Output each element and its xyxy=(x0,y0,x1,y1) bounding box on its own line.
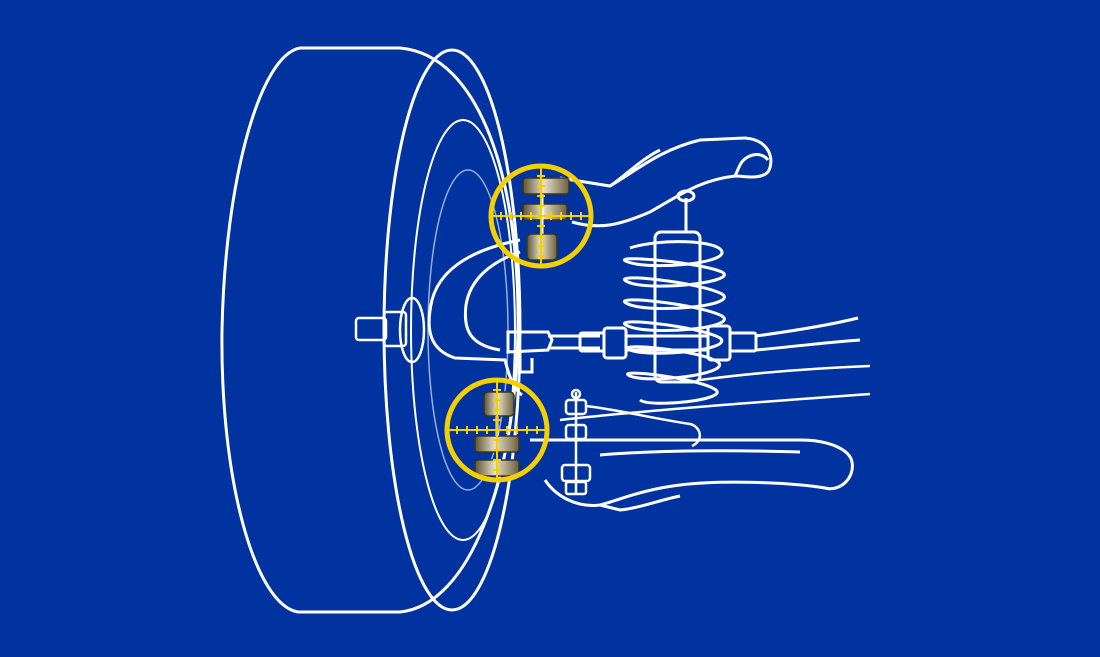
frame-rail-lower xyxy=(559,392,871,422)
tire-tread-outline xyxy=(220,46,520,614)
upper-bushing-top xyxy=(522,177,570,195)
hub-flange xyxy=(398,296,426,364)
knuckle-inner xyxy=(463,250,521,352)
tie-rod-assembly xyxy=(506,316,861,374)
crosshair-target-icon xyxy=(447,380,547,480)
frame-rails xyxy=(559,364,871,422)
upper-control-arm xyxy=(559,136,773,228)
lower-arm-rear xyxy=(599,494,681,512)
wheel-rim xyxy=(410,119,516,541)
coil-spring xyxy=(623,240,726,405)
sway-bar-link xyxy=(560,388,701,496)
wheel-hub-face xyxy=(427,169,509,491)
tie-rod-end-stud xyxy=(518,352,534,374)
end-link-nut xyxy=(564,480,588,496)
coil-over-shock xyxy=(623,189,726,405)
upper-arm-outline xyxy=(559,136,773,228)
lower-arm-outline xyxy=(530,438,854,507)
steering-knuckle xyxy=(427,238,523,397)
upper-ball-joint-target xyxy=(488,163,594,269)
axle-nut xyxy=(382,310,408,348)
knuckle-body xyxy=(427,238,523,397)
axle-hub xyxy=(354,296,426,364)
end-link-mid-bushing xyxy=(564,423,588,441)
lower-control-arm xyxy=(530,438,854,512)
lower-arm-inner xyxy=(599,449,801,457)
frame-rail-upper xyxy=(699,364,871,382)
lower-ball-joint-housing xyxy=(483,391,515,417)
end-link-top-cap xyxy=(570,388,582,400)
inner-tie-rod-thread xyxy=(728,331,758,353)
shock-top-mount xyxy=(676,189,696,203)
sway-bar-arm xyxy=(585,404,701,448)
upper-arm-rail xyxy=(609,148,661,188)
tie-rod-sleeve xyxy=(602,326,628,360)
lower-ball-joint-target xyxy=(444,377,550,483)
crosshair-target-icon xyxy=(491,166,591,266)
tie-rod-end xyxy=(506,330,554,354)
steering-rack xyxy=(755,316,861,352)
axle-stub xyxy=(354,316,388,342)
upper-arm-rear xyxy=(733,153,770,177)
